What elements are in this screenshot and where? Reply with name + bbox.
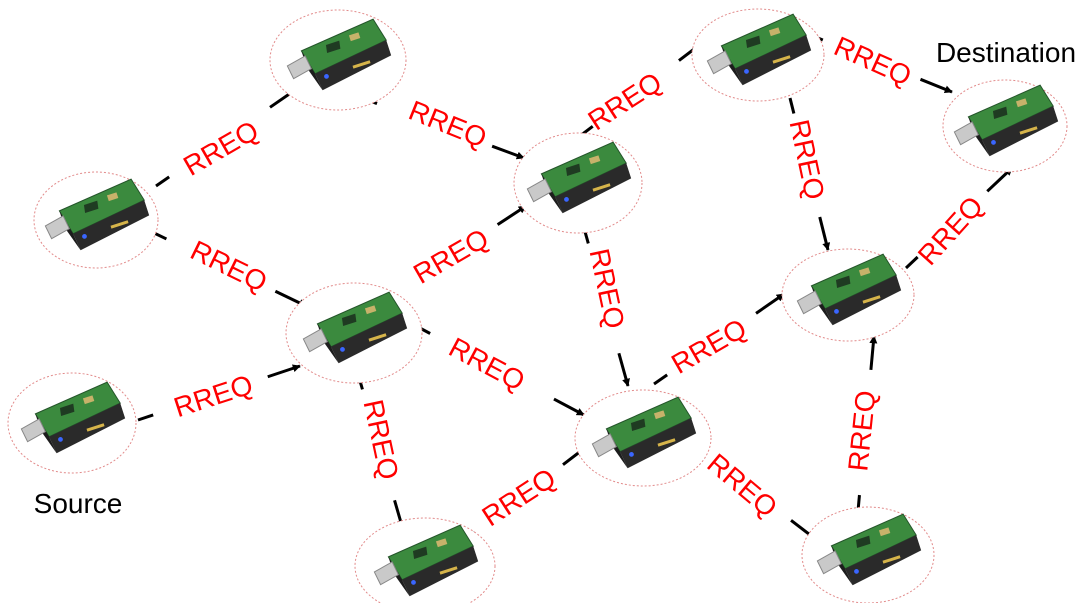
sensor-mote-node (781, 248, 915, 342)
edge-label-rreq: RREQ (842, 389, 881, 473)
edge-tail (904, 255, 919, 270)
edge-label-rreq: RREQ (408, 223, 494, 290)
edge: RREQ (461, 442, 591, 544)
edge: RREQ (582, 227, 631, 387)
edge-tail (653, 373, 669, 386)
sensor-mote-node (691, 8, 825, 102)
edge-arrowhead (755, 292, 785, 315)
sensor-mote-node (574, 389, 712, 487)
sensor-mote-node (801, 506, 935, 603)
edge-arrowhead (553, 397, 585, 417)
edge: RREQ (361, 95, 525, 160)
edge-arrowhead (496, 204, 527, 226)
sensor-mote-node (942, 79, 1068, 173)
edge-tail (137, 413, 154, 422)
sensor-mote-icon (591, 396, 697, 469)
sensor-mote-icon (706, 13, 812, 86)
edge: RREQ (904, 166, 1014, 271)
edge-label-rreq: RREQ (583, 246, 630, 332)
sensor-mote-node (33, 171, 159, 269)
edge-arrowhead (919, 77, 953, 94)
edge-label-rreq: RREQ (404, 95, 491, 154)
sensor-mote-icon (953, 84, 1059, 157)
edge: RREQ (807, 30, 953, 94)
edge-label-rreq: RREQ (170, 369, 257, 423)
edge-arrowhead (617, 352, 630, 387)
edge-label-rreq: RREQ (186, 234, 272, 297)
edge-label-rreq: RREQ (666, 313, 752, 380)
edge-label-rreq: RREQ (912, 190, 989, 271)
edge-arrowhead (818, 216, 831, 251)
edge: RREQ (151, 230, 307, 308)
edge-label-rreq: RREQ (178, 115, 264, 182)
edge-label-rreq: RREQ (783, 117, 830, 203)
sensor-mote-icon (373, 524, 479, 597)
sensor-mote-icon (286, 18, 392, 91)
sensor-mote-node (269, 9, 407, 111)
sensor-mote-icon (20, 381, 126, 454)
sensor-mote-node (7, 372, 137, 474)
edge-arrowhead (267, 364, 301, 379)
sensor-mote-icon (816, 513, 922, 586)
edge: RREQ (415, 324, 585, 417)
edge: RREQ (379, 204, 527, 304)
edge-label-rreq: RREQ (582, 66, 667, 136)
destination-label: Destination (936, 37, 1076, 68)
edge: RREQ (356, 373, 406, 534)
sensor-mote-node (354, 517, 496, 603)
sensor-mote-node (285, 282, 423, 384)
edge: RREQ (137, 364, 301, 423)
edge-tail (155, 175, 171, 188)
source-label: Source (34, 488, 123, 519)
edge: RREQ (155, 86, 299, 188)
sensor-mote-icon (44, 178, 150, 251)
edge: RREQ (783, 97, 831, 251)
edge-label-rreq: RREQ (476, 462, 561, 532)
edge: RREQ (842, 335, 882, 512)
edge: RREQ (579, 38, 707, 138)
edge-arrowhead (869, 335, 878, 370)
sensor-mote-node (513, 132, 643, 234)
sensor-mote-icon (796, 253, 902, 326)
edge-label-rreq: RREQ (357, 397, 404, 483)
edge: RREQ (653, 292, 785, 386)
sensor-mote-icon (526, 141, 632, 214)
edge-label-rreq: RREQ (444, 331, 530, 396)
edge-label-rreq: RREQ (701, 448, 783, 524)
sensor-mote-icon (302, 291, 408, 364)
captions-layer: Source Destination (34, 37, 1076, 519)
edge-arrowhead (491, 144, 525, 160)
edge-label-rreq: RREQ (830, 30, 917, 91)
edge-tail (788, 97, 796, 114)
nodes-layer (7, 8, 1068, 603)
